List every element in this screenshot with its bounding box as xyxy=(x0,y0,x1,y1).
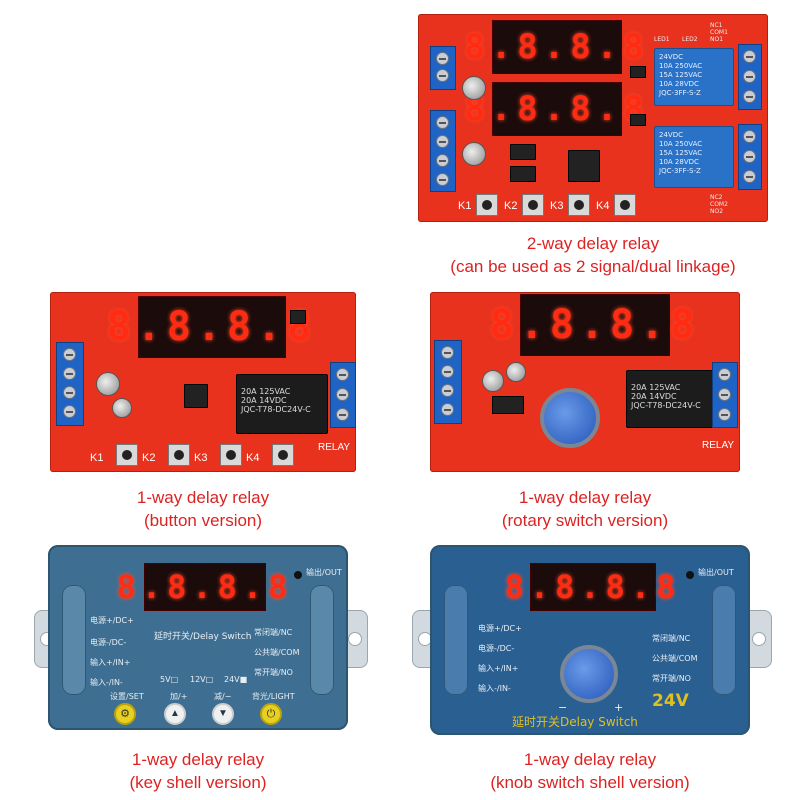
k2-button[interactable] xyxy=(168,444,190,466)
output-led xyxy=(294,571,302,579)
button-relay-board: 8.8.8.8 20A 125VAC 20A 14VDC JQC-T78-DC2… xyxy=(50,292,356,472)
caption-dual-relay: 2-way delay relay(can be used as 2 signa… xyxy=(450,234,736,276)
rotary-knob[interactable] xyxy=(540,388,600,448)
rotary-relay-board: 8.8.8.8 20A 125VAC 20A 14VDC JQC-T78-DC2… xyxy=(430,292,740,472)
relay1-terminal xyxy=(738,44,762,110)
digit-display: 8.8.8.8 xyxy=(490,294,694,356)
power-terminal xyxy=(430,46,456,90)
k1-button[interactable] xyxy=(116,444,138,466)
digit-display: 8.8.8.8 xyxy=(107,296,311,358)
plus-button[interactable]: ▲ xyxy=(164,703,186,725)
digit-display: 8.8.8.8 xyxy=(505,563,675,611)
microcontroller-chip xyxy=(568,150,600,182)
relay: 20A 125VAC 20A 14VDC JQC-T78-DC24V-C xyxy=(236,374,328,434)
upper-display: 8.8.8.8 xyxy=(464,20,644,74)
k3-button[interactable] xyxy=(568,194,590,216)
k4-button[interactable] xyxy=(614,194,636,216)
k3-button[interactable] xyxy=(220,444,242,466)
k4-button[interactable] xyxy=(272,444,294,466)
relay2-terminal xyxy=(738,124,762,190)
key-shell-case: 8.8.8.8 输出/OUT 延时开关/Delay Switch 电源+/DC+… xyxy=(48,545,348,730)
control-knob[interactable] xyxy=(560,645,618,703)
left-terminal xyxy=(56,342,84,426)
caption-knob-shell-version: 1-way delay relay(knob switch shell vers… xyxy=(490,750,690,792)
set-button[interactable]: ⚙ xyxy=(114,703,136,725)
digit-display: 8.8.8.8 xyxy=(117,563,287,611)
knob-shell-case: 8.8.8.8 输出/OUT 电源+/DC+ 电源-/DC- 输入+/IN+ 输… xyxy=(430,545,750,735)
input-terminal xyxy=(430,110,456,192)
relay-terminal xyxy=(712,362,738,428)
relay-terminal xyxy=(330,362,356,428)
k2-button[interactable] xyxy=(522,194,544,216)
k1-button[interactable] xyxy=(476,194,498,216)
caption-rotary-version: 1-way delay relay(rotary switch version) xyxy=(501,488,669,530)
mounting-ear xyxy=(342,610,368,668)
minus-button[interactable]: ▼ xyxy=(212,703,234,725)
relay: 20A 125VAC 20A 14VDC JQC-T78-DC24V-C xyxy=(626,370,718,428)
output-led xyxy=(686,571,694,579)
left-terminal xyxy=(434,340,462,424)
lower-display: 8.8.8.8 xyxy=(464,82,644,136)
caption-key-shell-version: 1-way delay relay(key shell version) xyxy=(129,750,267,792)
caption-button-version: 1-way delay relay(button version) xyxy=(136,488,270,530)
light-button[interactable]: ⏻ xyxy=(260,703,282,725)
